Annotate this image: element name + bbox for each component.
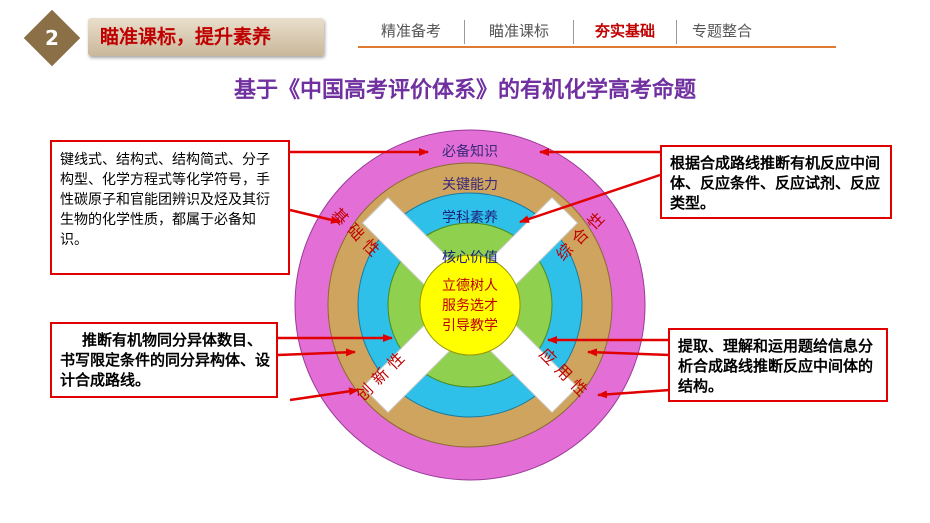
nav-separator <box>573 20 574 44</box>
ring-label-key-ability: 关键能力 <box>442 177 498 193</box>
note-top-right: 根据合成路线推断有机反应中间体、反应条件、反应试剂、反应类型。 <box>660 145 892 219</box>
section-title: 瞄准课标，提升素养 <box>100 26 272 48</box>
section-badge: 2 瞄准课标，提升素养 <box>23 9 326 67</box>
center-line-2: 服务选才 <box>442 298 498 314</box>
note-top-right-text: 根据合成路线推断有机反应中间体、反应条件、反应试剂、反应类型。 <box>670 154 881 212</box>
arrow-topright-to-literacy <box>519 173 661 224</box>
center-line-3: 引导教学 <box>442 318 498 334</box>
ring-label-essential-knowledge: 必备知识 <box>442 143 498 160</box>
section-number: 2 <box>45 26 59 50</box>
nav-underline <box>358 46 836 48</box>
note-top-left: 键线式、结构式、结构简式、分子构型、化学方程式等化学符号，手性碳原子和官能团辨识… <box>50 140 290 275</box>
ring-label-core-value: 核心价值 <box>442 250 498 266</box>
arrow-bottomright-to-outer <box>597 388 671 399</box>
note-bottom-right: 提取、理解和运用题给信息分析合成路线推断反应中间体的结构。 <box>668 328 888 402</box>
center-line-1: 立德树人 <box>442 278 498 294</box>
arrow-bottomleft-to-outer <box>289 387 359 402</box>
section-title-bar <box>88 18 324 56</box>
nav-item-precise-prep[interactable]: 精准备考 <box>380 22 441 40</box>
nav-item-curriculum[interactable]: 瞄准课标 <box>488 22 549 40</box>
nav-item-topics[interactable]: 专题整合 <box>691 22 752 40</box>
note-bottom-left: 推断有机物同分异体数目、书写限定条件的同分异构体、设计合成路线。 <box>50 322 278 398</box>
note-top-left-text: 键线式、结构式、结构简式、分子构型、化学方程式等化学符号，手性碳原子和官能团辨识… <box>60 152 270 248</box>
nav-item-foundation[interactable]: 夯实基础 <box>594 22 655 40</box>
note-bottom-left-text: 推断有机物同分异体数目、书写限定条件的同分异构体、设计合成路线。 <box>60 331 271 389</box>
ring-label-discipline-literacy: 学科素养 <box>442 210 498 226</box>
nav-separator <box>464 20 465 44</box>
page-title: 基于《中国高考评价体系》的有机化学高考命题 <box>233 78 696 103</box>
arrow-topleft-to-foundational <box>289 208 341 224</box>
arrow-bottomleft-to-innovative <box>277 348 356 357</box>
arrow-bottomright-to-applied <box>587 348 671 357</box>
note-bottom-right-text: 提取、理解和运用题给信息分析合成路线推断反应中间体的结构。 <box>678 337 874 395</box>
nav-separator <box>676 20 677 44</box>
